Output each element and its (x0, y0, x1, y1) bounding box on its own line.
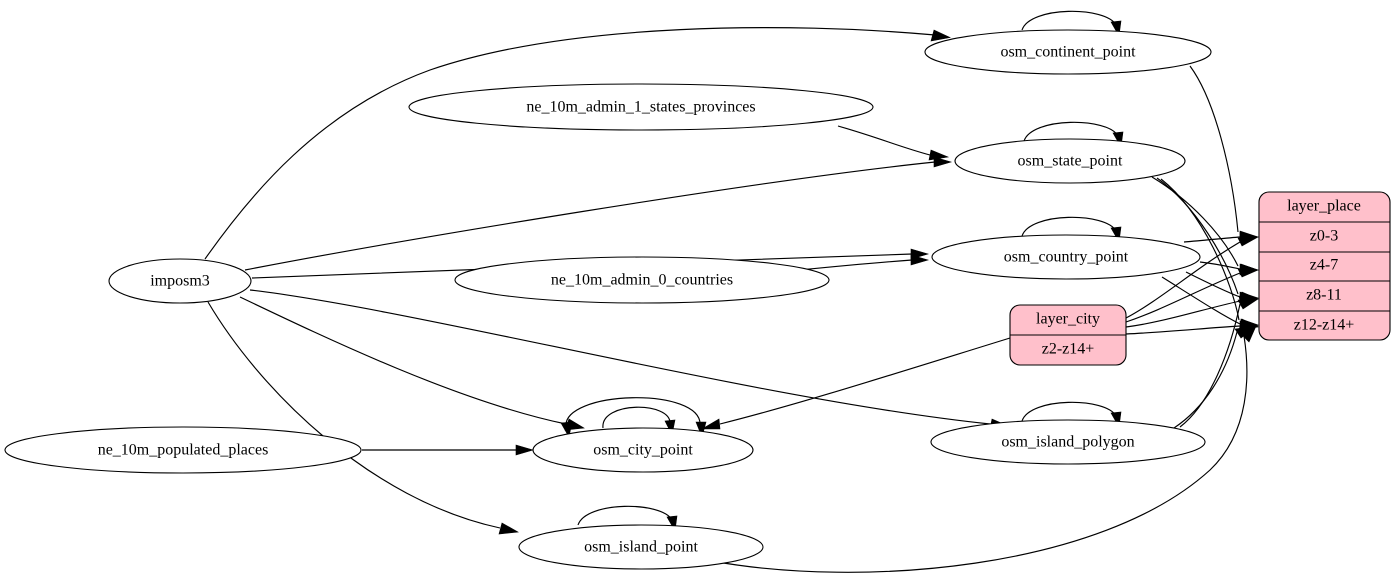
arrowhead (933, 156, 953, 168)
node-osm-island-polygon-label: osm_island_polygon (1001, 434, 1134, 451)
self-loop-osm-island-point (577, 505, 673, 526)
edge-osm-state-point-to-layer-place-z12 (1160, 178, 1240, 321)
layer-place-row-z0-3: z0-3 (1310, 228, 1338, 245)
edge-osm-island-point-to-layer-place-z12 (711, 335, 1248, 573)
self-loop-osm-city-point-inner (602, 406, 671, 429)
node-osm-city-point-label: osm_city_point (593, 442, 693, 459)
layer-city-row-z2-z14: z2-z14+ (1042, 341, 1095, 358)
layer-place-row-z12-z14: z12-z14+ (1294, 317, 1355, 334)
self-loop-osm-continent-point (1021, 10, 1117, 31)
edge-osm-island-polygon-to-layer-place-z12 (1173, 331, 1238, 429)
arrowhead (695, 421, 707, 438)
edge-layer-city-to-osm-city-point (719, 337, 1011, 425)
edge-layer-city-to-layer-place-z8 (1125, 300, 1241, 328)
node-imposm3-label: imposm3 (150, 273, 210, 290)
node-imposm3[interactable]: imposm3 (108, 258, 252, 304)
node-osm-city-point[interactable]: osm_city_point (532, 427, 754, 473)
node-ne-10m-admin-1-states-provinces[interactable]: ne_10m_admin_1_states_provinces (408, 83, 874, 131)
layer-place-row-z4-7: z4-7 (1310, 257, 1338, 274)
self-loop-osm-country-point (1021, 216, 1117, 237)
node-osm-island-point-label: osm_island_point (584, 539, 698, 556)
node-osm-country-point[interactable]: osm_country_point (931, 234, 1201, 280)
arrowhead (700, 418, 721, 430)
node-osm-country-point-label: osm_country_point (1004, 249, 1129, 266)
node-ne-10m-populated-places[interactable]: ne_10m_populated_places (4, 426, 362, 474)
node-osm-continent-point[interactable]: osm_continent_point (924, 29, 1212, 75)
node-osm-island-polygon[interactable]: osm_island_polygon (930, 419, 1206, 465)
arrowhead (1240, 325, 1257, 343)
node-ne-10m-admin-0-countries[interactable]: ne_10m_admin_0_countries (454, 256, 830, 304)
layer-place-row-z8-11: z8-11 (1306, 287, 1342, 304)
node-osm-continent-point-label: osm_continent_point (1000, 44, 1136, 61)
edge-osm-continent-point-to-layer-place-z0 (1189, 65, 1239, 233)
layer-place-box (1258, 191, 1391, 341)
arrowhead (910, 254, 930, 266)
arrowhead (515, 444, 535, 456)
edge-layer-city-to-layer-place-z4 (1125, 272, 1241, 323)
edge-imposm3-to-osm-continent-point (204, 27, 936, 260)
arrowhead (930, 29, 951, 42)
arrowhead (498, 522, 519, 535)
arrowhead (1237, 236, 1259, 247)
layer-city-title: layer_city (1036, 311, 1100, 328)
node-osm-state-point-label: osm_state_point (1018, 153, 1123, 170)
layer-node-layer-place[interactable]: layer_place z0-3 z4-7 z8-11 z12-z14+ (1258, 191, 1391, 341)
edge-ne-states-to-osm-state-point (837, 125, 931, 156)
self-loop-osm-state-point (1023, 121, 1119, 142)
node-ne-10m-populated-places-label: ne_10m_populated_places (98, 442, 269, 459)
self-loop-osm-city-point-outer (565, 397, 701, 429)
arrowhead (1237, 268, 1259, 278)
self-loop-osm-island-polygon (1021, 401, 1117, 422)
node-layer: imposm3 ne_10m_admin_1_states_provinces … (4, 29, 1212, 570)
edge-imposm3-to-osm-island-polygon (249, 289, 991, 425)
node-ne-10m-admin-0-countries-label: ne_10m_admin_0_countries (551, 272, 733, 289)
edge-ne-countries-to-osm-country-point (799, 259, 913, 271)
node-osm-island-point[interactable]: osm_island_point (518, 524, 764, 570)
layer-place-title: layer_place (1287, 198, 1361, 215)
edge-imposm3-to-osm-state-point (244, 161, 936, 271)
edge-osm-country-point-to-layer-place-z12 (1161, 276, 1241, 325)
edge-osm-country-point-to-layer-place-z0 (1183, 236, 1241, 243)
arrowhead (1237, 298, 1260, 310)
edge-osm-state-point-to-layer-place-z8 (1156, 177, 1239, 295)
arrowhead (928, 149, 950, 161)
edge-imposm3-to-osm-island-point (207, 301, 501, 529)
edge-layer-city-to-layer-place-z0 (1125, 241, 1241, 319)
node-osm-state-point[interactable]: osm_state_point (954, 138, 1186, 184)
edge-layer-city-to-layer-place-z12 (1125, 325, 1241, 335)
layer-node-layer-city[interactable]: layer_city z2-z14+ (1009, 304, 1127, 366)
edge-osm-state-point-to-layer-place-z4 (1151, 176, 1239, 267)
node-ne-10m-admin-1-states-provinces-label: ne_10m_admin_1_states_provinces (526, 99, 755, 116)
edge-imposm3-to-osm-city-point (239, 296, 567, 425)
edge-osm-country-point-to-layer-place-z4 (1199, 261, 1241, 270)
edge-osm-island-polygon-to-layer-place-z8 (1179, 303, 1241, 428)
